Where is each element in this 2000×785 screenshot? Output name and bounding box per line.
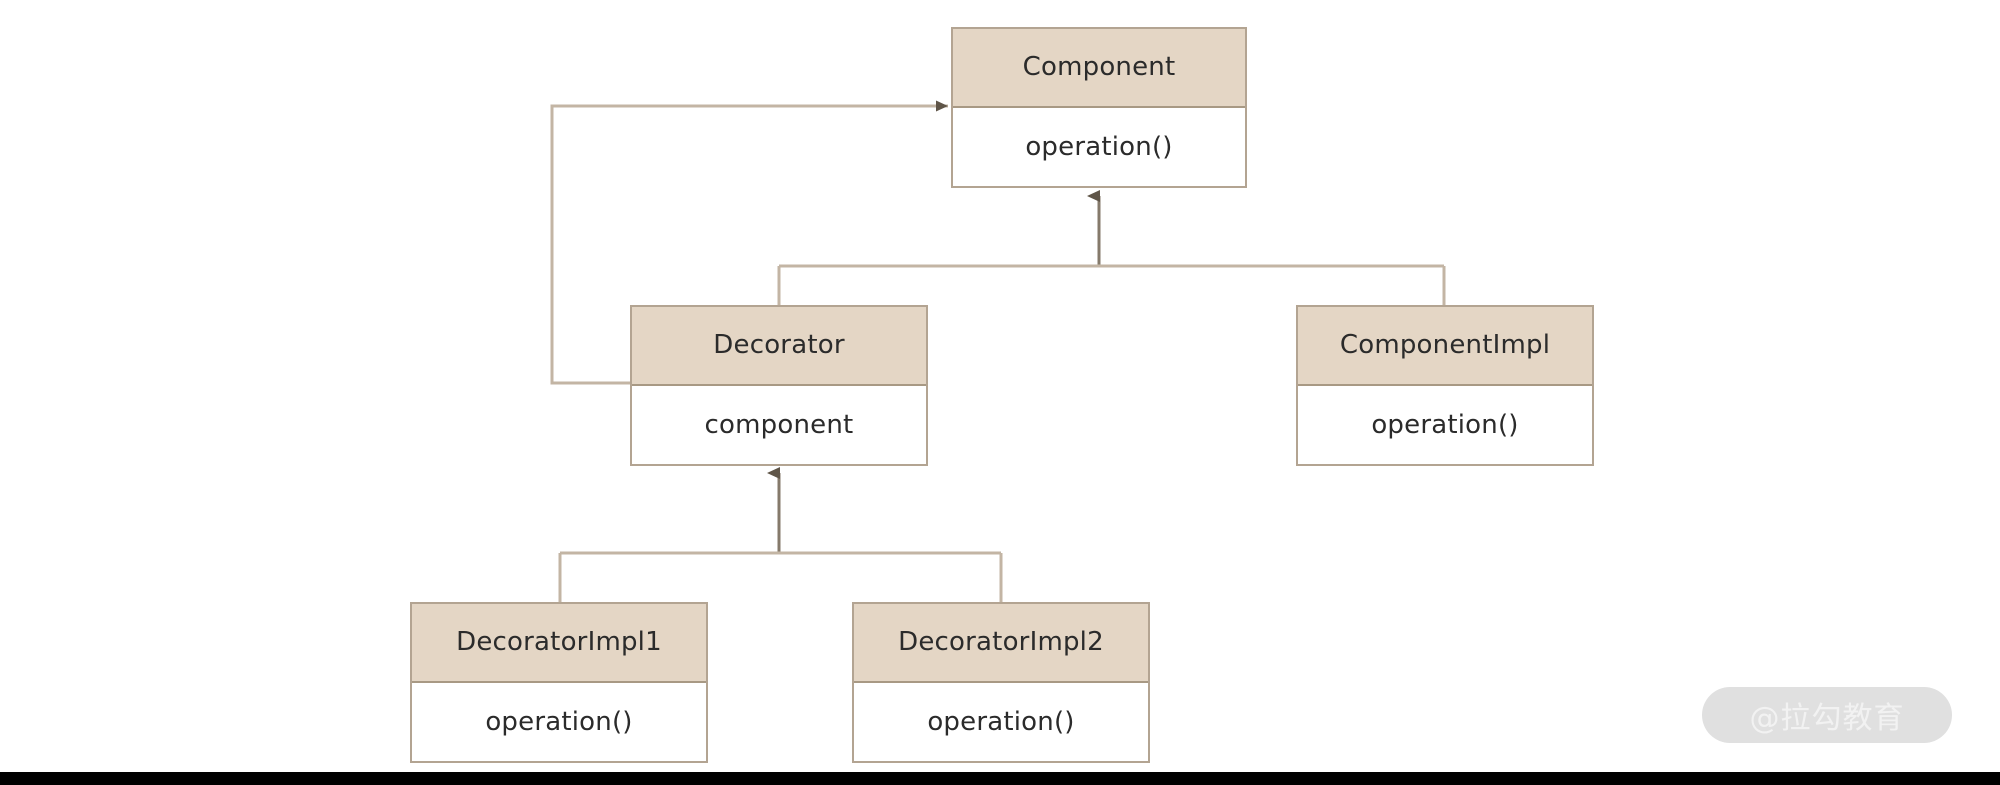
watermark-badge: @拉勾教育 (1702, 687, 1952, 743)
uml-class-name-decorator: Decorator (632, 307, 926, 386)
uml-class-member-componentimpl-operation: operation() (1298, 385, 1592, 464)
watermark-text: @拉勾教育 (1749, 701, 1905, 736)
uml-class-member-decoratorimpl2-operation: operation() (854, 682, 1148, 761)
association-path (550, 100, 948, 385)
uml-class-componentimpl[interactable]: ComponentImpl operation() (1296, 305, 1594, 466)
uml-class-decoratorimpl2[interactable]: DecoratorImpl2 operation() (852, 602, 1150, 763)
generalization-group-component (777, 190, 1446, 306)
uml-class-name-decoratorimpl2: DecoratorImpl2 (854, 604, 1148, 683)
uml-class-name-component: Component (953, 29, 1245, 108)
association-decorator-component (550, 100, 948, 385)
uml-class-member-decoratorimpl1-operation: operation() (412, 682, 706, 761)
uml-class-decoratorimpl1[interactable]: DecoratorImpl1 operation() (410, 602, 708, 763)
uml-class-name-componentimpl: ComponentImpl (1298, 307, 1592, 386)
bottom-letterbox-bar (0, 772, 2000, 785)
generalization-group-decorator (558, 467, 1003, 603)
uml-class-member-component-operation: operation() (953, 107, 1245, 186)
uml-class-decorator[interactable]: Decorator component (630, 305, 928, 466)
uml-class-name-decoratorimpl1: DecoratorImpl1 (412, 604, 706, 683)
uml-class-member-decorator-component: component (632, 385, 926, 464)
uml-class-component[interactable]: Component operation() (951, 27, 1247, 188)
